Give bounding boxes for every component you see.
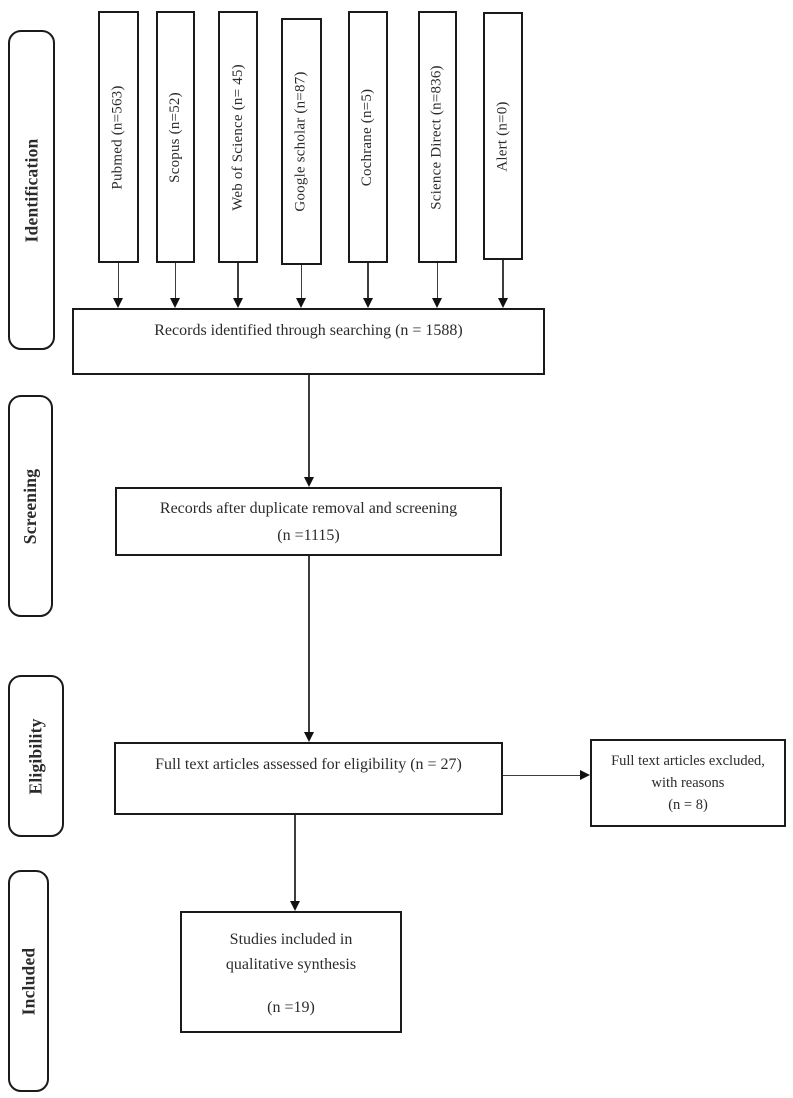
connector-line-screened-to-eligibility <box>308 556 310 733</box>
flow-box-full-text-excluded: Full text articles excluded, with reason… <box>590 739 786 827</box>
records-identified-text: Records identified through searching (n … <box>154 322 463 339</box>
stage-box-eligibility: Eligibility <box>8 675 64 837</box>
arrowhead-right-icon <box>580 769 590 780</box>
full-text-assessed-text: Full text articles assessed for eligibil… <box>155 756 462 773</box>
arrowhead-down-icon <box>303 732 314 742</box>
arrowhead-down-icon <box>232 298 243 308</box>
source-label-pubmed: Pubmed (n=563) <box>110 84 127 190</box>
source-label-google-scholar: Google scholar (n=87) <box>293 71 309 212</box>
source-label-science-direct: Science Direct (n=836) <box>429 64 445 210</box>
stage-box-identification: Identification <box>8 30 55 350</box>
source-box-web-of-science: Web of Science (n= 45) <box>218 11 258 263</box>
connector-line-scopus <box>174 263 177 298</box>
flow-box-records-identified: Records identified through searching (n … <box>72 308 545 375</box>
arrowhead-down-icon <box>497 298 508 308</box>
excluded-line2: with reasons <box>651 775 725 791</box>
source-box-science-direct: Science Direct (n=836) <box>418 11 457 263</box>
studies-included-line3: (n =19) <box>267 999 315 1016</box>
stage-label-screening: Screening <box>20 468 40 544</box>
stage-label-eligibility: Eligibility <box>25 717 46 795</box>
stage-box-screening: Screening <box>8 395 53 617</box>
source-label-alert: Alert (n=0) <box>494 100 511 172</box>
flow-box-full-text-assessed: Full text articles assessed for eligibil… <box>114 742 503 815</box>
studies-included-line2: qualitative synthesis <box>225 956 357 973</box>
connector-line-cochrane <box>367 263 369 298</box>
connector-line-alert <box>502 260 504 298</box>
arrowhead-down-icon <box>289 901 300 911</box>
source-box-cochrane: Cochrane (n=5) <box>348 11 388 263</box>
records-screened-line1: Records after duplicate removal and scre… <box>159 499 458 517</box>
source-box-alert: Alert (n=0) <box>483 12 523 260</box>
stage-label-included: Included <box>18 947 38 1015</box>
excluded-line3: (n = 8) <box>668 797 708 813</box>
arrowhead-down-icon <box>296 298 306 308</box>
connector-line-pubmed <box>117 263 120 298</box>
connector-line-eligibility-to-excluded <box>503 774 581 776</box>
connector-line-science-direct <box>436 263 439 298</box>
connector-line-web-of-science <box>237 263 239 298</box>
connector-line-identified-to-screened <box>308 375 310 479</box>
arrowhead-down-icon <box>303 477 314 487</box>
excluded-line1: Full text articles excluded, <box>611 753 765 769</box>
studies-included-line1: Studies included in <box>229 931 353 948</box>
arrowhead-down-icon <box>170 298 180 308</box>
source-label-scopus: Scopus (n=52) <box>167 91 184 183</box>
source-box-scopus: Scopus (n=52) <box>156 11 195 263</box>
flow-box-studies-included: Studies included in qualitative synthesi… <box>180 911 402 1033</box>
stage-box-included: Included <box>8 870 49 1092</box>
arrowhead-down-icon <box>362 298 373 308</box>
source-label-web-of-science: Web of Science (n= 45) <box>229 63 246 211</box>
source-box-pubmed: Pubmed (n=563) <box>98 11 139 263</box>
stage-label-identification: Identification <box>21 138 42 242</box>
flow-box-records-screened: Records after duplicate removal and scre… <box>115 487 502 556</box>
connector-line-google-scholar <box>300 265 303 298</box>
arrowhead-down-icon <box>432 298 442 308</box>
records-screened-line2: (n =1115) <box>277 526 340 544</box>
source-box-google-scholar: Google scholar (n=87) <box>281 18 322 265</box>
arrowhead-down-icon <box>113 298 123 308</box>
connector-line-eligibility-to-included <box>294 815 296 902</box>
source-label-cochrane: Cochrane (n=5) <box>359 88 376 186</box>
